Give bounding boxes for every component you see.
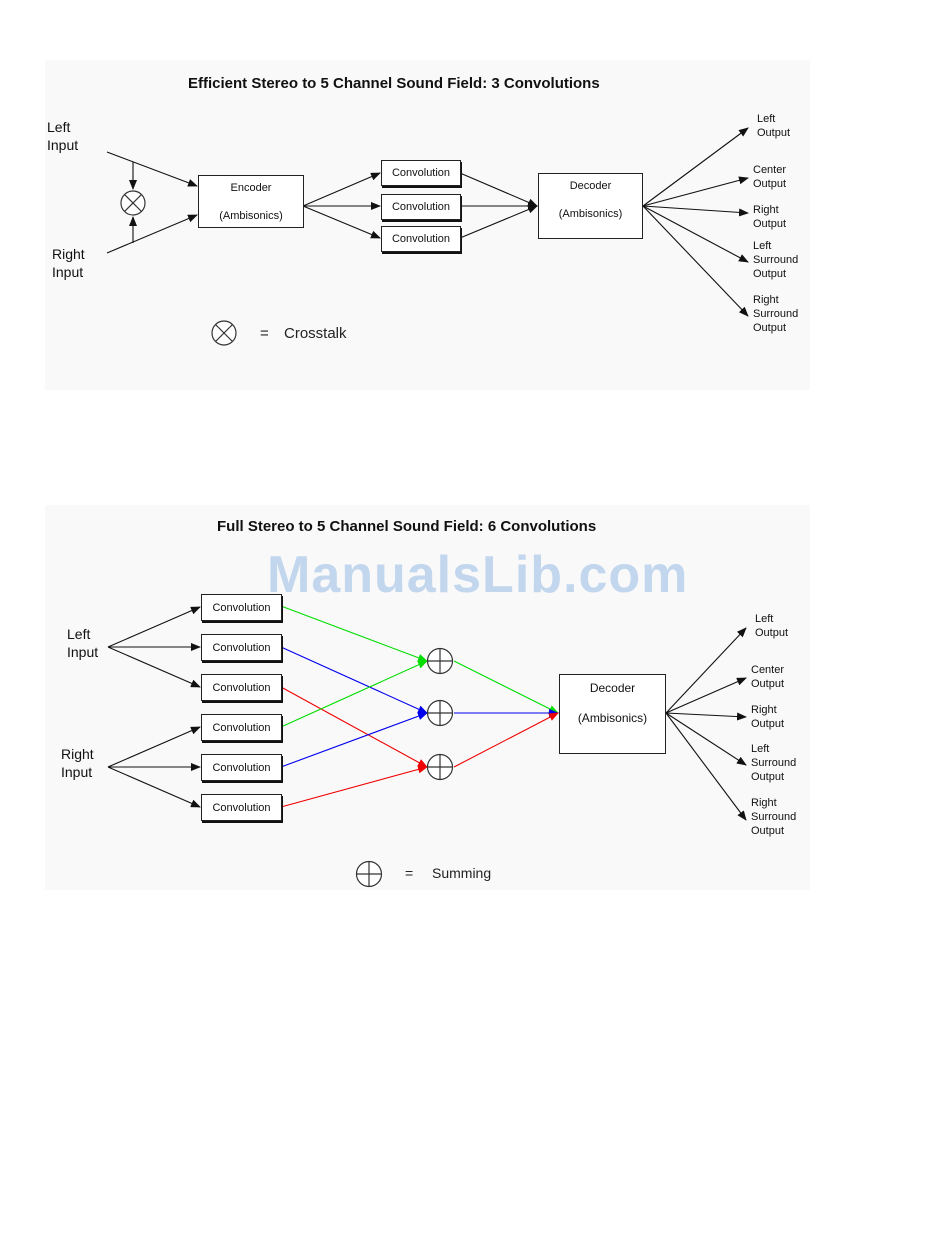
diagram1-title: Efficient Stereo to 5 Channel Sound Fiel… xyxy=(188,75,600,92)
d2-decoder-box: Decoder (Ambisonics) xyxy=(559,674,666,754)
legend-summing-label: Summing xyxy=(432,865,492,881)
legend-crosstalk-equals: = xyxy=(260,325,269,342)
d2-wire-conv2-to-sum2-blue xyxy=(280,646,428,714)
d1-convolution-box-1: Convolution xyxy=(381,160,461,186)
d1-wire-decoder-to-output-2 xyxy=(642,176,749,207)
d2-wire-decoder-to-output-1 xyxy=(665,627,747,714)
diagram2-panel xyxy=(45,505,810,890)
summing-node-2-icon xyxy=(426,699,454,727)
d2-wire-conv4-to-sum1-green xyxy=(280,660,428,728)
d1-wire-encoder-to-conv3 xyxy=(302,205,381,239)
d2-wire-right-to-conv4 xyxy=(107,726,201,768)
d1-wire-encoder-to-conv1 xyxy=(302,172,381,207)
d2-convolution-box-1: Convolution xyxy=(201,594,282,621)
encoder-sublabel: (Ambisonics) xyxy=(219,210,283,222)
d2-wire-left-to-conv3 xyxy=(107,646,201,688)
d2-convolution-box-3: Convolution xyxy=(201,674,282,701)
d1-decoder-box: Decoder (Ambisonics) xyxy=(538,173,643,239)
d1-decoder-label: Decoder xyxy=(569,180,612,192)
d2-decoder-label: Decoder xyxy=(589,681,636,695)
d2-convolution-box-6: Convolution xyxy=(201,794,282,821)
d1-convolution-box-2: Convolution xyxy=(381,194,461,220)
summing-node-1-icon xyxy=(426,647,454,675)
crosstalk-icon xyxy=(120,190,146,216)
d2-wire-conv5-to-sum2-blue xyxy=(280,712,428,768)
d1-decoder-sublabel: (Ambisonics) xyxy=(558,208,623,220)
legend-crosstalk-icon xyxy=(211,320,237,346)
d1-wire-right-to-encoder xyxy=(106,214,198,254)
d2-wire-sum1-to-decoder-green xyxy=(453,660,559,714)
d1-wire-conv1-to-decoder xyxy=(459,172,538,207)
d1-wire-decoder-to-output-4 xyxy=(642,205,749,263)
d1-wire-decoder-to-output-5 xyxy=(642,205,749,317)
d1-wire-left-to-encoder xyxy=(106,151,198,187)
d2-convolution-box-4: Convolution xyxy=(201,714,282,741)
d2-convolution-box-5: Convolution xyxy=(201,754,282,781)
d2-wire-decoder-to-output-5 xyxy=(665,712,747,821)
d2-convolution-box-2: Convolution xyxy=(201,634,282,661)
d1-wire-decoder-to-output-3 xyxy=(642,205,749,217)
diagram2-title: Full Stereo to 5 Channel Sound Field: 6 … xyxy=(217,518,597,535)
d2-wire-left-to-conv1 xyxy=(107,606,201,648)
legend-summing-equals: = xyxy=(405,865,414,881)
legend-crosstalk-label: Crosstalk xyxy=(284,325,347,342)
d2-wire-right-to-conv6 xyxy=(107,766,201,808)
summing-node-3-icon xyxy=(426,753,454,781)
legend-summing-icon xyxy=(355,860,383,888)
d2-wire-decoder-to-output-3 xyxy=(665,712,747,721)
d2-wire-decoder-to-output-2 xyxy=(665,677,747,714)
d1-wire-decoder-to-output-1 xyxy=(642,127,749,207)
d1-wire-conv3-to-decoder xyxy=(459,205,538,239)
watermark: ManualsLib.com xyxy=(267,546,689,604)
d2-wire-sum3-to-decoder-red xyxy=(453,712,559,768)
d2-wire-decoder-to-output-4 xyxy=(665,712,747,766)
d2-wire-conv6-to-sum3-red xyxy=(280,765,428,808)
encoder-label: Encoder xyxy=(230,182,272,194)
encoder-box: Encoder (Ambisonics) xyxy=(198,175,304,228)
d2-wire-conv3-to-sum3-red xyxy=(280,686,428,768)
d1-convolution-box-3: Convolution xyxy=(381,226,461,252)
d2-wire-conv1-to-sum1-green xyxy=(280,605,428,662)
d2-decoder-sublabel: (Ambisonics) xyxy=(577,711,648,725)
